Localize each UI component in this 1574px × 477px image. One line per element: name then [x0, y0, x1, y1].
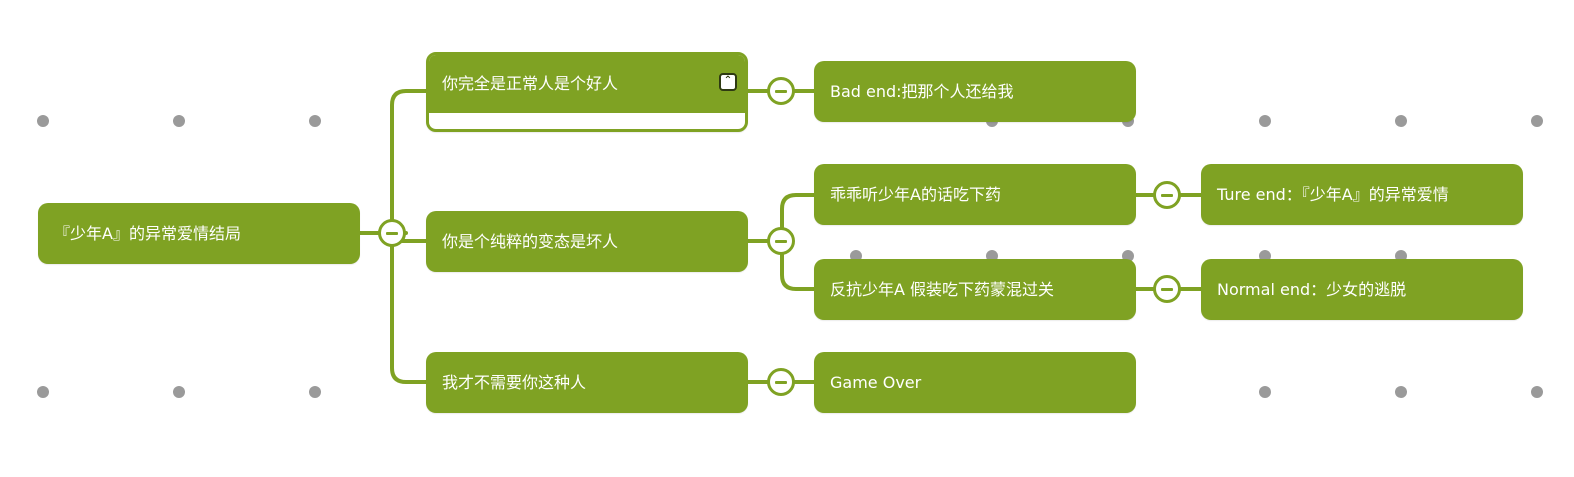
connector-branch-2-child-2 — [780, 239, 817, 291]
collapse-branch-2-icon[interactable] — [767, 227, 795, 255]
grid-dot — [173, 115, 185, 127]
child-node-obey-label: 乖乖听少年A的话吃下药 — [830, 184, 1001, 204]
branch-node-2-label: 你是个纯粹的变态是坏人 — [442, 231, 619, 251]
grid-dot — [173, 386, 185, 398]
root-node[interactable]: 『少年A』的异常爱情结局 — [38, 203, 360, 264]
branch-node-1[interactable]: 你完全是正常人是个好人 ⌃ — [426, 52, 748, 132]
grid-dot — [1531, 386, 1543, 398]
child-node-bad-end-label: Bad end:把那个人还给我 — [830, 81, 1014, 101]
child-node-game-over[interactable]: Game Over — [814, 352, 1136, 413]
connector-branch-3 — [390, 231, 429, 384]
connector-branch-2-child-1 — [780, 193, 817, 243]
child-node-resist[interactable]: 反抗少年A 假装吃下药蒙混过关 — [814, 259, 1136, 320]
child-node-bad-end[interactable]: Bad end:把那个人还给我 — [814, 61, 1136, 122]
grid-dot — [1259, 115, 1271, 127]
root-node-label: 『少年A』的异常爱情结局 — [54, 223, 241, 243]
grid-dot — [1395, 386, 1407, 398]
branch-node-3[interactable]: 我才不需要你这种人 — [426, 352, 748, 413]
grid-dot — [309, 386, 321, 398]
child-node-game-over-label: Game Over — [830, 372, 922, 392]
grid-dot — [309, 115, 321, 127]
ending-node-true-label: Ture end：『少年A』的异常爱情 — [1217, 184, 1449, 204]
grid-dot — [37, 386, 49, 398]
collapse-child-resist-icon[interactable] — [1153, 275, 1181, 303]
branch-node-1-label: 你完全是正常人是个好人 — [442, 74, 619, 93]
collapse-branch-1-icon[interactable] — [767, 77, 795, 105]
ending-node-normal-label: Normal end：少女的逃脱 — [1217, 279, 1407, 299]
grid-dot — [1259, 386, 1271, 398]
ending-node-true[interactable]: Ture end：『少年A』的异常爱情 — [1201, 164, 1523, 225]
collapse-child-obey-icon[interactable] — [1153, 181, 1181, 209]
ending-node-normal[interactable]: Normal end：少女的逃脱 — [1201, 259, 1523, 320]
branch-node-3-label: 我才不需要你这种人 — [442, 372, 587, 392]
double-chevron-up-icon[interactable]: ⌃ — [719, 73, 737, 91]
child-node-resist-label: 反抗少年A 假装吃下药蒙混过关 — [830, 279, 1055, 299]
branch-node-2[interactable]: 你是个纯粹的变态是坏人 — [426, 211, 748, 272]
grid-dot — [37, 115, 49, 127]
child-node-obey[interactable]: 乖乖听少年A的话吃下药 — [814, 164, 1136, 225]
grid-dot — [1395, 115, 1407, 127]
connector-branch-1 — [390, 89, 429, 235]
branch-node-1-header: 你完全是正常人是个好人 ⌃ — [429, 55, 745, 113]
collapse-branch-3-icon[interactable] — [767, 368, 795, 396]
collapse-root-icon[interactable] — [378, 219, 406, 247]
grid-dot — [1531, 115, 1543, 127]
